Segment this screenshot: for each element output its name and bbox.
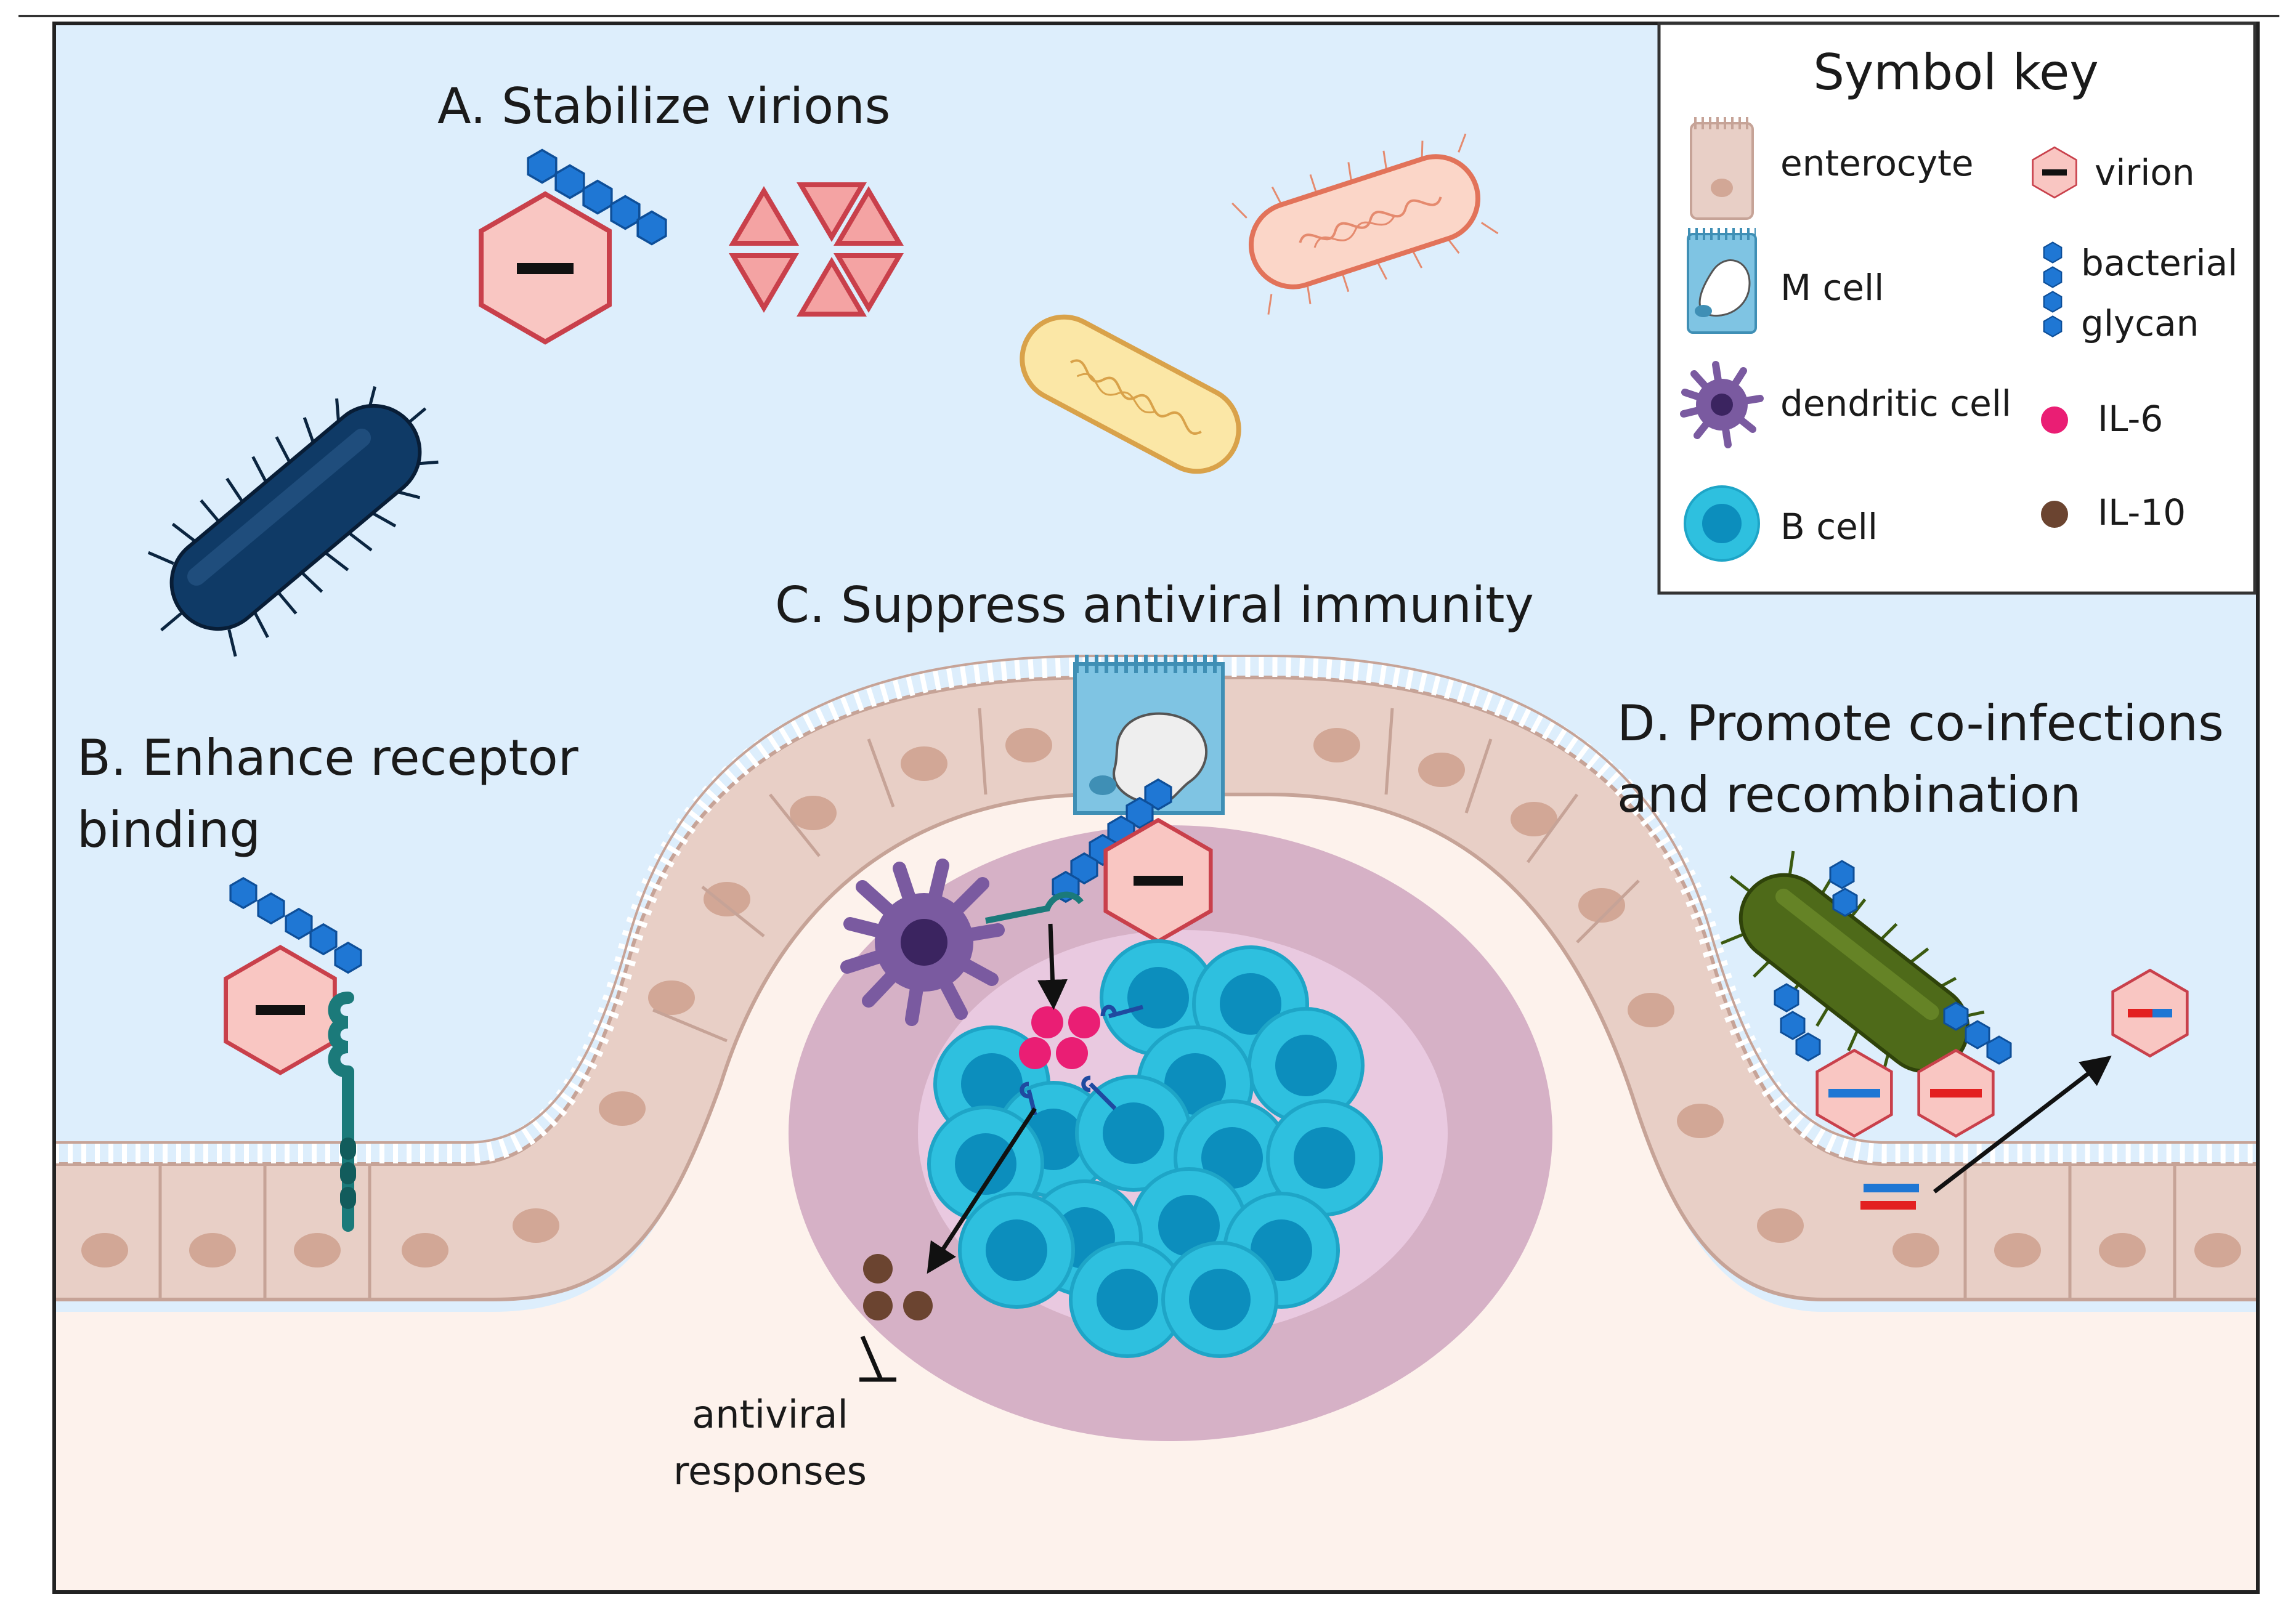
il10-cluster <box>863 1254 933 1320</box>
figure-frame <box>52 22 2260 1594</box>
inhibition-bar-icon <box>859 1335 896 1382</box>
title-d-line2: and recombination <box>1617 766 2081 823</box>
receptor-icon <box>328 992 356 1232</box>
virion-icon <box>1919 1050 1994 1136</box>
symbol-key: Symbol key enterocyte virion M cell bact… <box>1657 22 2257 595</box>
il10-icon <box>863 1291 893 1320</box>
key-dendritic-cell: dendritic cell <box>1780 382 2011 424</box>
arrow-icon <box>927 1107 1037 1274</box>
il6-icon <box>1019 1037 1051 1069</box>
key-b-cell: B cell <box>1780 506 1878 548</box>
inhibition-label-line2: responses <box>673 1449 867 1494</box>
capsid-fragments-icon <box>729 182 904 317</box>
virion-icon <box>2032 146 2077 199</box>
title-a: A. Stabilize virions <box>437 78 890 135</box>
b-cell-icon <box>960 1194 1073 1307</box>
key-m-cell: M cell <box>1780 267 1884 309</box>
genome-segments-icon <box>1860 1184 1919 1210</box>
key-bacterial-glycan-line2: glycan <box>2081 302 2199 344</box>
virion-icon <box>226 947 335 1073</box>
virion-icon <box>2113 970 2188 1056</box>
il6-icon <box>1031 1006 1063 1038</box>
b-cell-icon <box>1684 485 1760 562</box>
title-b-line2: binding <box>77 801 261 859</box>
key-enterocyte: enterocyte <box>1780 142 1974 184</box>
il10-icon <box>863 1254 893 1284</box>
dendritic-cell-icon <box>1680 361 1764 448</box>
virion-icon <box>1817 1050 1892 1136</box>
key-virion: virion <box>2095 152 2195 193</box>
dark-blue-bacterium-icon <box>147 386 439 657</box>
m-cell-icon <box>1073 655 1225 815</box>
title-c: C. Suppress antiviral immunity <box>775 576 1534 634</box>
title-b-line1: B. Enhance receptor <box>77 729 578 786</box>
key-il10: IL-10 <box>2098 491 2186 533</box>
m-cell-icon <box>1687 228 1757 334</box>
enterocyte-icon <box>1690 117 1754 220</box>
enterocyte-row-left <box>81 1164 448 1300</box>
key-title: Symbol key <box>1813 44 2098 101</box>
arrow-icon <box>1037 923 1068 1010</box>
b-cell-icon <box>1163 1243 1276 1356</box>
enterocyte-row-dome <box>513 708 1804 1243</box>
arrow-icon <box>1933 1056 2112 1194</box>
orange-bacterium-icon <box>1231 133 1499 315</box>
title-d-line1: D. Promote co-infections <box>1617 695 2224 752</box>
il6-icon <box>1056 1037 1088 1069</box>
virion-icon <box>1106 820 1211 942</box>
inhibition-label-line1: antiviral <box>692 1392 848 1437</box>
enterocyte-row-right <box>1892 1164 2241 1300</box>
il6-icon <box>2041 406 2068 434</box>
dc-receptor-icon <box>985 891 1084 924</box>
yellow-bacterium-icon <box>1020 314 1241 474</box>
il10-icon <box>903 1291 933 1320</box>
il6-icon <box>1068 1006 1100 1038</box>
key-il6: IL-6 <box>2098 398 2163 440</box>
il6-cluster <box>1019 1006 1100 1069</box>
key-bacterial-glycan-line1: bacterial <box>2081 242 2237 284</box>
dendritic-cell-icon <box>840 859 1005 1026</box>
virion-icon <box>481 194 609 342</box>
il10-icon <box>2041 501 2068 528</box>
